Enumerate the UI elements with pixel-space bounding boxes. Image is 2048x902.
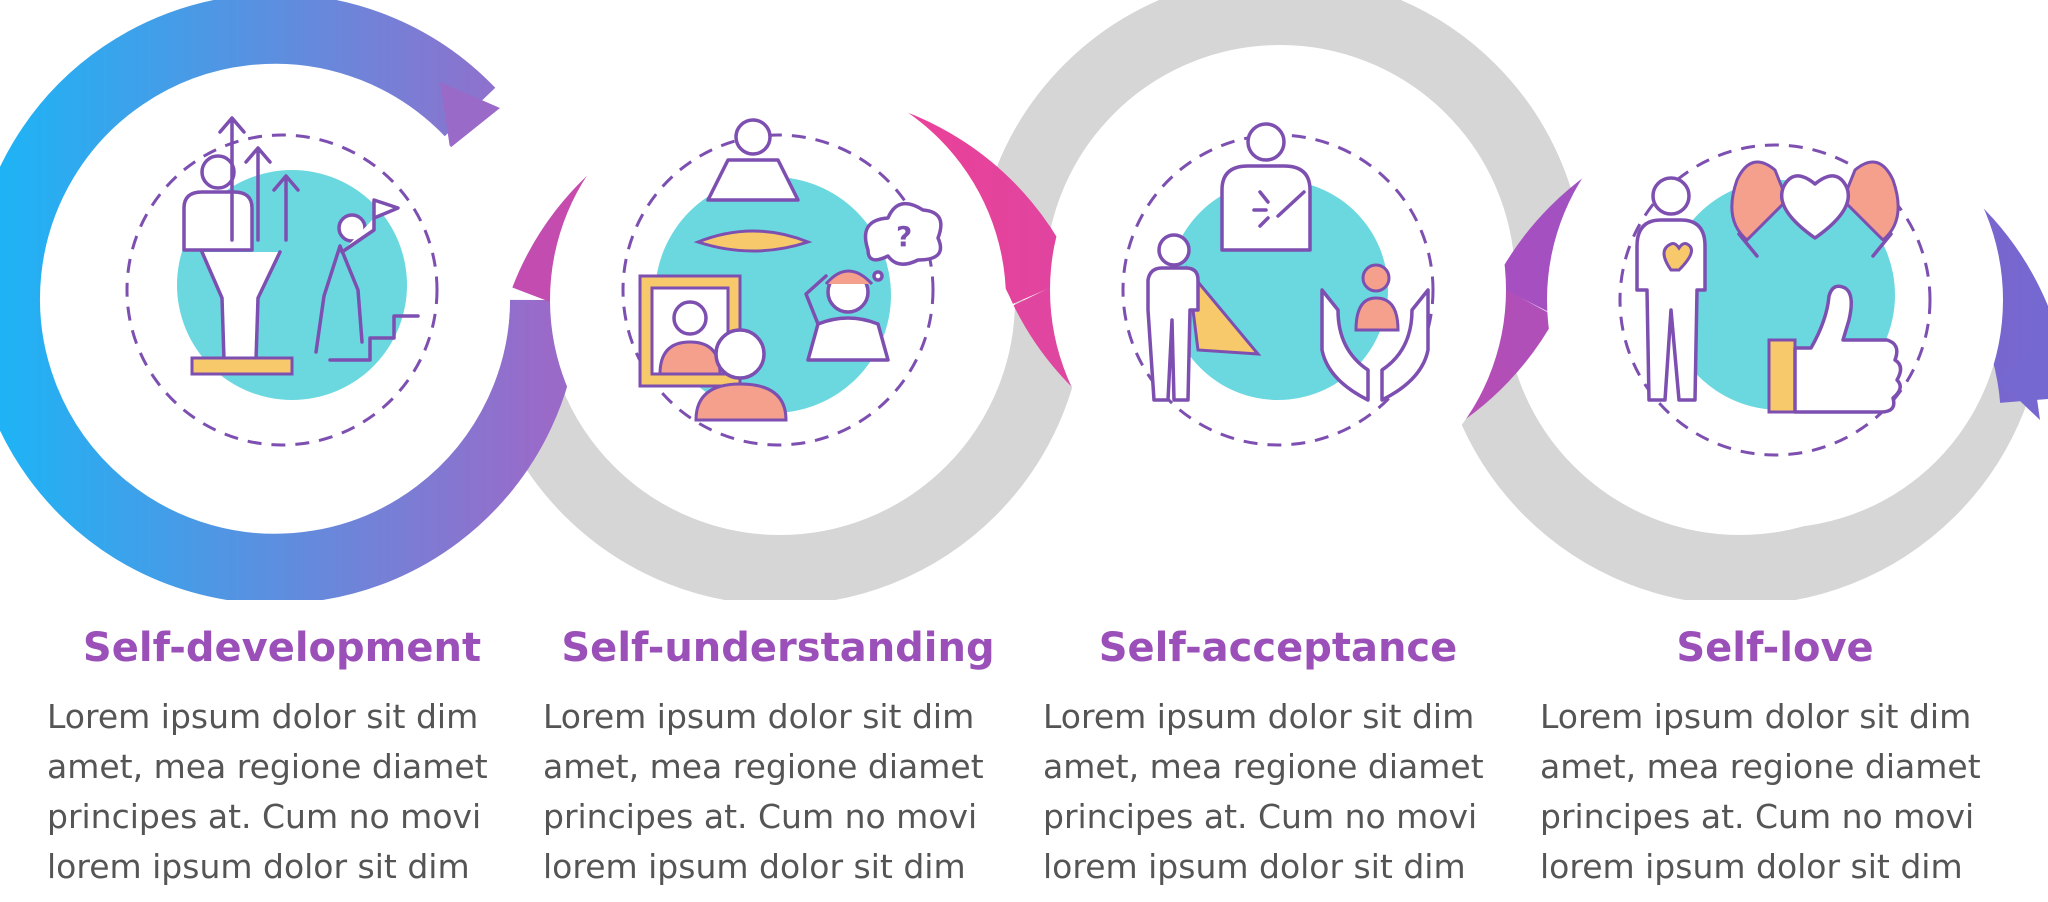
ribbon-arrow-head	[440, 82, 500, 148]
step-1-title: Self-development	[82, 625, 482, 671]
step-2-text: Self-understanding Lorem ipsum dolor sit…	[543, 620, 1013, 892]
step-2-title: Self-understanding	[561, 625, 995, 671]
hero-hands-baby-icon	[1121, 122, 1435, 447]
step-3-text: Self-acceptance Lorem ipsum dolor sit di…	[1043, 620, 1513, 892]
ring-background-3	[975, 0, 1585, 281]
step-3-title: Self-acceptance	[1098, 625, 1458, 671]
infographic-artwork: ?	[0, 0, 2048, 600]
meditation-mirror-thinking-icon: ?	[621, 118, 943, 447]
ring-background-4	[1435, 299, 2045, 600]
step-1-text: Self-development Lorem ipsum dolor sit d…	[47, 620, 517, 892]
svg-text:?: ?	[896, 220, 912, 253]
step-2-body: Lorem ipsum dolor sit dim amet, mea regi…	[543, 697, 984, 886]
ribbon-tail	[1998, 350, 2040, 420]
ribbon-segment-1	[0, 0, 580, 600]
step-1-body: Lorem ipsum dolor sit dim amet, mea regi…	[47, 697, 488, 886]
step-4-text: Self-love Lorem ipsum dolor sit dim amet…	[1540, 620, 2010, 892]
step-3-body: Lorem ipsum dolor sit dim amet, mea regi…	[1043, 697, 1484, 886]
heart-hands-thumbs-up-icon	[1618, 143, 1932, 457]
growth-arrows-stairs-icon	[125, 116, 439, 447]
step-4-body: Lorem ipsum dolor sit dim amet, mea regi…	[1540, 697, 1981, 886]
step-4-title: Self-love	[1676, 625, 1874, 671]
